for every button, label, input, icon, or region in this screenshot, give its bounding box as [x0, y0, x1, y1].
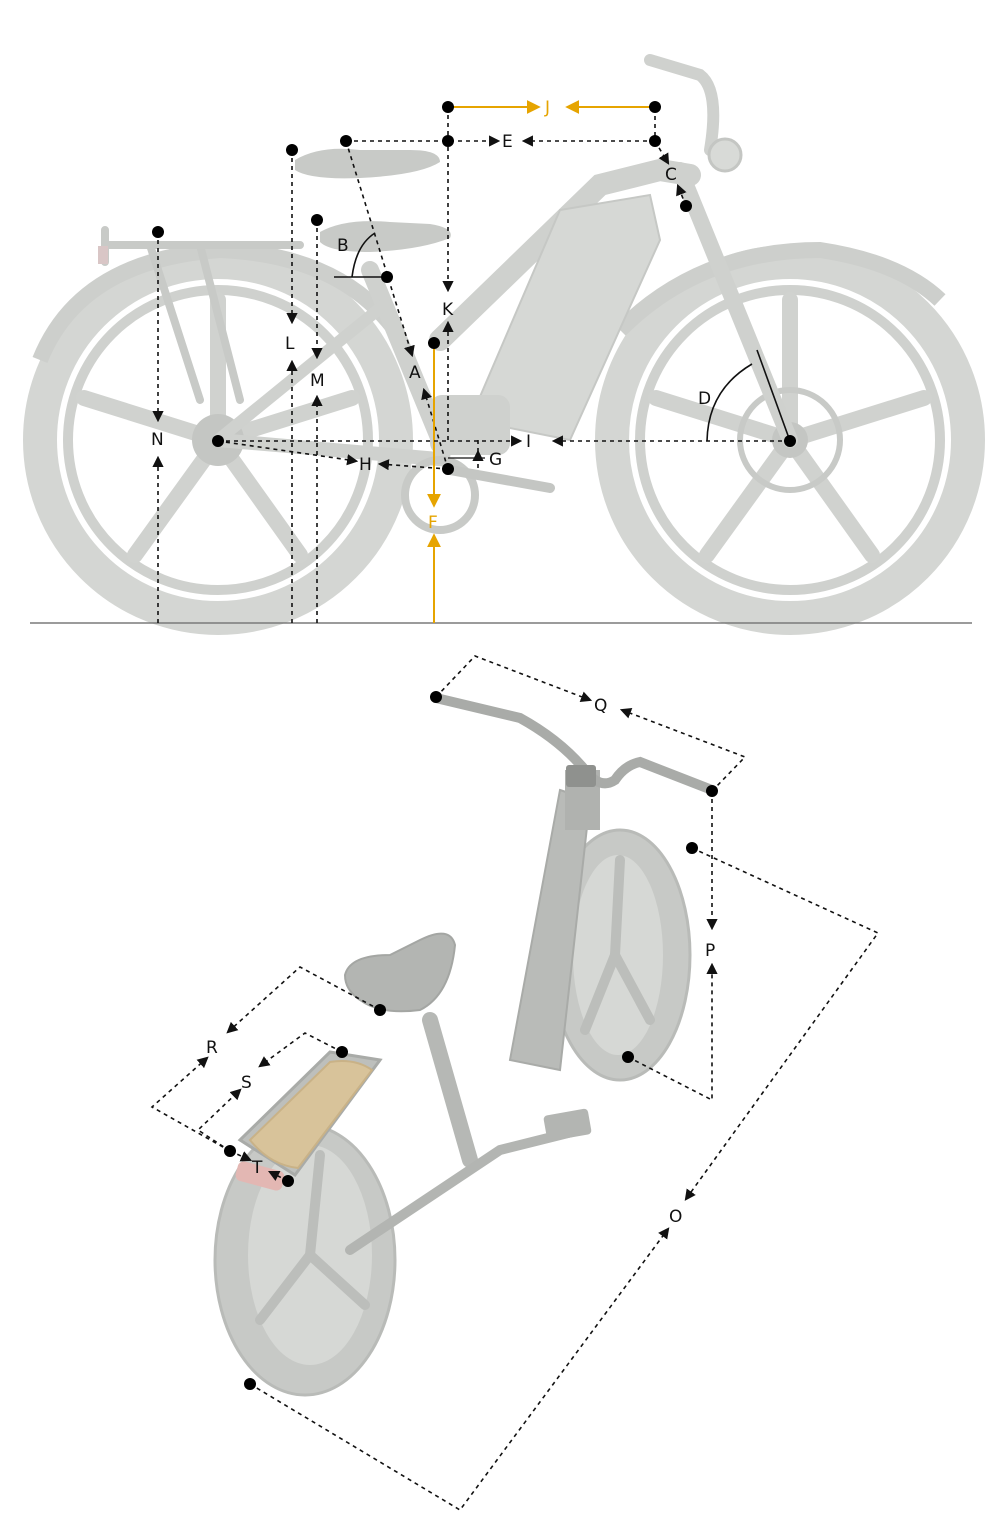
lower-seat — [320, 221, 451, 252]
front-wheel-tire — [595, 245, 985, 635]
label-E: E — [502, 132, 513, 152]
handlebar — [644, 54, 720, 156]
rear-wheel-tire — [23, 245, 413, 635]
pedal-crank — [445, 465, 555, 493]
label-J: J — [544, 98, 550, 118]
handlebar — [431, 693, 717, 795]
headlight — [707, 137, 743, 173]
label-K: K — [442, 300, 454, 320]
frame-seat-tube — [422, 1012, 478, 1168]
label-S: S — [241, 1073, 252, 1093]
label-O: O — [669, 1207, 682, 1227]
label-P: P — [705, 941, 715, 961]
tail-light — [235, 1161, 285, 1191]
label-A: A — [409, 363, 421, 383]
label-F: F — [428, 513, 438, 533]
label-M: M — [310, 371, 325, 391]
rear-view-bike-illustration — [213, 693, 717, 1397]
wood-deck — [248, 1060, 374, 1170]
rear-view-dimensions — [150, 655, 880, 1512]
rear-wheel-spokes — [255, 1150, 370, 1325]
seat — [343, 932, 457, 1013]
chainring — [401, 456, 479, 534]
label-D: D — [698, 389, 711, 409]
rear-fender — [32, 241, 402, 364]
frame-seat-stay — [214, 295, 394, 445]
frame-chain-stay — [217, 433, 451, 467]
rear-light — [98, 246, 108, 264]
brake-disc — [737, 387, 843, 493]
display-unit — [566, 765, 596, 787]
upper-seat — [295, 148, 440, 179]
front-wheel-spokes — [648, 292, 932, 563]
front-fork — [672, 162, 798, 448]
motor-housing — [430, 395, 510, 455]
label-N: N — [151, 430, 164, 450]
side-view-bike-illustration — [23, 54, 985, 635]
rear-wheel-rim — [63, 285, 373, 595]
front-wheel-rim — [635, 285, 945, 595]
label-L: L — [285, 334, 295, 354]
label-R: R — [206, 1038, 218, 1058]
label-G: G — [489, 450, 502, 470]
label-B: B — [337, 236, 349, 256]
front-wheel-spokes — [580, 855, 655, 1035]
label-T: T — [251, 1158, 263, 1178]
label-Q: Q — [594, 696, 607, 716]
pedal — [543, 1108, 592, 1141]
label-C: C — [665, 165, 677, 185]
label-I: I — [526, 432, 531, 452]
front-fender — [614, 241, 946, 336]
label-H: H — [359, 455, 372, 475]
side-view-dimensions — [152, 100, 796, 623]
